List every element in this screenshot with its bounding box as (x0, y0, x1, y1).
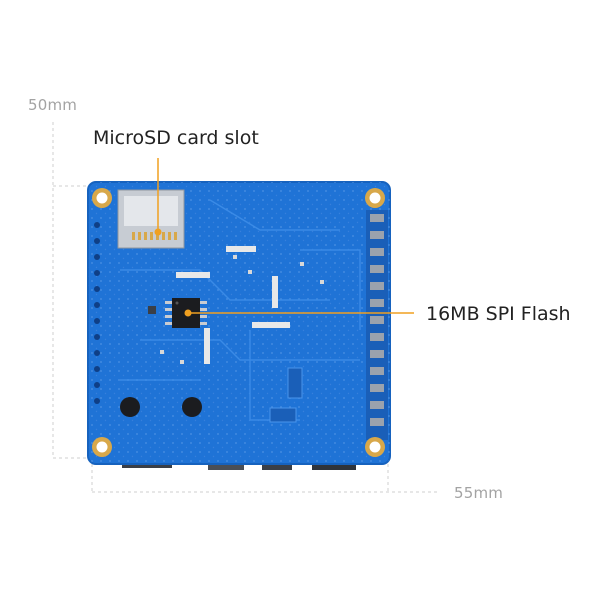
callout-leaders (154, 158, 414, 317)
right-pin-header (366, 210, 388, 440)
pcb-components (120, 246, 324, 423)
width-dimension-label: 55mm (454, 484, 504, 502)
spi-flash-label: 16MB SPI Flash (426, 303, 571, 325)
microsd-slot-label: MicroSD card slot (93, 127, 259, 149)
left-header (94, 222, 100, 404)
pcb (87, 181, 391, 465)
height-dimension-label: 50mm (28, 96, 78, 114)
mounting-holes (92, 188, 385, 457)
microsd-slot (117, 189, 185, 249)
dimension-lines (52, 122, 440, 493)
